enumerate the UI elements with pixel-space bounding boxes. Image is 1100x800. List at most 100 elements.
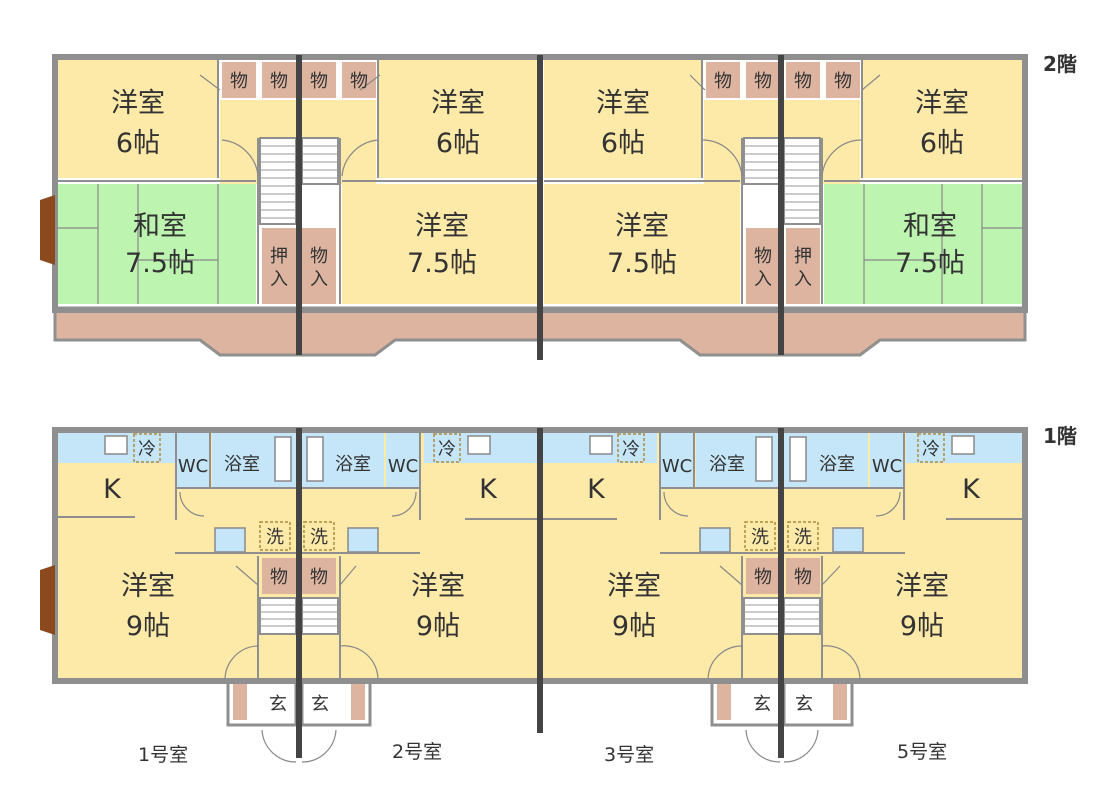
washbasin-u5	[832, 527, 864, 553]
label-storage-in-u2-a: 物	[310, 246, 328, 267]
floor-label-upper: 2階	[1043, 52, 1077, 76]
label-western-9-size-u1: 9帖	[126, 611, 170, 642]
fridge-box-u3	[617, 433, 645, 463]
tatami-lines-u5	[863, 184, 1022, 304]
upper-storage-8	[826, 62, 860, 98]
label-fridge-u1: 冷	[138, 439, 156, 460]
label-japanese-size-u5: 7.5帖	[895, 248, 965, 279]
bathtub-u3	[755, 436, 773, 482]
label-lower-storage-u3: 物	[754, 567, 772, 588]
label-wc-u3: WC	[662, 456, 692, 477]
label-fridge-u2: 冷	[438, 439, 456, 460]
lower-bay-window	[40, 565, 55, 635]
label-size-6-u3: 6帖	[601, 128, 645, 159]
party-wall-lower-2	[537, 428, 543, 733]
sink-u1	[104, 435, 128, 455]
upper-storage-6	[746, 62, 780, 98]
label-laundry-u5: 洗	[794, 527, 812, 548]
label-storage-2: 物	[270, 71, 288, 92]
label-storage-5: 物	[714, 71, 732, 92]
upper-western-6-u5	[862, 60, 1022, 178]
upper-western-6-u3	[544, 60, 702, 178]
lower-interior-walls	[58, 430, 1022, 680]
washer-box-u5	[787, 521, 819, 551]
label-western-6-u1: 洋室	[111, 88, 165, 119]
label-western-75-size-u3: 7.5帖	[607, 248, 677, 279]
lower-storage-u5	[786, 558, 820, 594]
label-bath-u2: 浴室	[335, 454, 371, 475]
label-western-9-u3: 洋室	[607, 571, 661, 602]
unit-label-5: 5号室	[897, 741, 948, 763]
sink-u5	[951, 435, 975, 455]
unit-label-1: 1号室	[138, 744, 189, 766]
fridge-box-u2	[433, 433, 461, 463]
label-kitchen-u1: K	[103, 474, 122, 505]
label-western-75-u2: 洋室	[415, 211, 469, 242]
upper-stairs-u3	[743, 137, 781, 185]
label-lower-storage-u2: 物	[310, 567, 328, 588]
label-japanese-u1: 和室	[133, 211, 187, 242]
label-storage-3: 物	[310, 71, 328, 92]
upper-bay-window	[40, 195, 55, 265]
upper-floor-plan: 洋室 6帖 洋室 6帖 洋室 6帖 洋室 6帖 和室 7.5帖 洋室 7.5帖 …	[40, 54, 1028, 360]
label-western-6-u3: 洋室	[596, 88, 650, 119]
label-storage-4: 物	[350, 71, 368, 92]
label-closet-u5-a: 押	[794, 246, 812, 267]
label-bath-u1: 浴室	[224, 454, 260, 475]
upper-western-75-u2	[342, 184, 538, 304]
entrance-u1	[226, 678, 298, 727]
label-storage-in-u3-b: 入	[754, 269, 772, 290]
lower-storage-u2	[302, 558, 336, 594]
wc-u5	[870, 433, 904, 488]
upper-western-75-u3	[544, 184, 740, 304]
lower-storage-u1	[262, 558, 296, 594]
upper-stairs-u2	[301, 137, 339, 185]
label-storage-6: 物	[754, 71, 772, 92]
upper-storage-2	[262, 62, 296, 98]
washbasin-u3	[699, 527, 731, 553]
label-storage-in-u2-b: 入	[310, 269, 328, 290]
label-western-9-size-u3: 9帖	[612, 611, 656, 642]
floor-label-lower: 1階	[1043, 424, 1077, 448]
label-closet-u5-b: 入	[794, 269, 812, 290]
washbasin-u1	[214, 527, 246, 553]
entrance-door-swings	[261, 729, 819, 763]
lower-stairs-u3	[743, 597, 781, 635]
bathtub-u1	[274, 436, 292, 482]
lower-doors	[179, 491, 901, 681]
label-size-6-u1: 6帖	[116, 128, 160, 159]
label-size-6-u5: 6帖	[920, 128, 964, 159]
sink-u2	[467, 435, 491, 455]
upper-western-6-u1	[58, 60, 218, 178]
upper-storage-1	[222, 62, 256, 98]
label-size-6-u2: 6帖	[436, 128, 480, 159]
upper-closet-u2	[302, 228, 336, 304]
bathtub-u2	[306, 436, 324, 482]
label-western-9-size-u5: 9帖	[900, 611, 944, 642]
wc-u1	[176, 433, 210, 488]
washer-box-u1	[259, 521, 291, 551]
label-closet-u1-a: 押	[270, 246, 288, 267]
upper-interior-walls	[58, 60, 1022, 304]
label-western-9-u1: 洋室	[121, 571, 175, 602]
washer-box-u2	[303, 521, 335, 551]
label-laundry-u1: 洗	[266, 527, 284, 548]
party-wall-2	[537, 55, 543, 360]
upper-stairs-u5	[783, 137, 821, 225]
label-kitchen-u5: K	[962, 474, 981, 505]
lower-stairs-u5	[783, 597, 821, 635]
label-western-75-size-u2: 7.5帖	[407, 248, 477, 279]
label-western-9-u5: 洋室	[895, 571, 949, 602]
label-lower-storage-u1: 物	[270, 567, 288, 588]
party-wall-lower-1	[296, 428, 302, 758]
unit-label-2: 2号室	[392, 741, 443, 763]
lower-storage-u3	[746, 558, 780, 594]
unit-label-3: 3号室	[604, 744, 655, 766]
upper-japanese-u1	[58, 184, 256, 304]
label-bath-u5: 浴室	[819, 454, 855, 475]
label-bath-u3: 浴室	[709, 454, 745, 475]
label-storage-1: 物	[230, 71, 248, 92]
party-wall-1	[296, 55, 302, 355]
label-western-6-u5: 洋室	[915, 88, 969, 119]
